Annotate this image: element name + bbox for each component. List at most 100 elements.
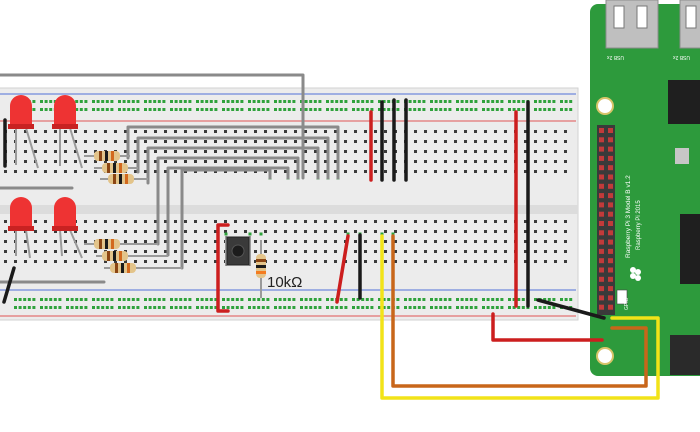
breadboard-hole [144, 250, 147, 253]
breadboard-hole [464, 130, 467, 133]
breadboard-hole [64, 240, 67, 243]
breadboard-hole [444, 230, 447, 233]
breadboard-hole [444, 240, 447, 243]
rail-hole [92, 298, 95, 301]
breadboard-hole [204, 220, 207, 223]
breadboard-hole [324, 260, 327, 263]
breadboard-hole [404, 230, 407, 233]
rail-hole [179, 100, 183, 103]
breadboard-hole [484, 260, 487, 263]
rail-hole [439, 298, 443, 301]
rail-hole [179, 108, 183, 111]
rail-hole [79, 306, 83, 309]
breadboard-hole [44, 220, 47, 223]
rail-hole [200, 100, 204, 103]
breadboard-hole [194, 150, 197, 153]
breadboard-hole [474, 220, 477, 223]
breadboard-hole [554, 240, 557, 243]
breadboard-hole [244, 220, 247, 223]
rail-hole [434, 100, 438, 103]
rail-hole [408, 100, 412, 103]
rail-hole [538, 108, 542, 111]
rail-hole [84, 100, 88, 103]
breadboard-hole [544, 130, 547, 133]
breadboard-hole [104, 140, 107, 143]
gpio-pin [608, 137, 613, 143]
breadboard-hole [554, 160, 557, 163]
breadboard-hole [104, 220, 107, 223]
breadboard-hole [364, 170, 367, 173]
rail-hole [313, 306, 317, 309]
breadboard-hole [494, 130, 497, 133]
breadboard-hole [494, 250, 497, 253]
breadboard-hole [174, 230, 177, 233]
rail-hole [378, 100, 381, 103]
gpio-pin [608, 267, 613, 273]
rail-hole [434, 306, 438, 309]
rail-hole [235, 298, 239, 301]
breadboard-hole [54, 240, 57, 243]
breadboard-hole [394, 230, 397, 233]
breadboard-hole [504, 170, 507, 173]
rail-hole [378, 108, 381, 111]
rail-hole [448, 100, 452, 103]
rail-hole [283, 298, 287, 301]
breadboard-hole [224, 140, 227, 143]
breadboard-hole [154, 220, 157, 223]
rail-hole [456, 108, 459, 111]
breadboard-hole [294, 150, 297, 153]
rail-hole [49, 306, 53, 309]
breadboard-hole [274, 220, 277, 223]
rail-hole [292, 100, 296, 103]
breadboard-hole [534, 240, 537, 243]
rail-hole [252, 298, 256, 301]
breadboard-hole [394, 240, 397, 243]
breadboard-hole [4, 240, 7, 243]
rail-hole [231, 306, 235, 309]
rail-hole [118, 306, 121, 309]
rail-hole [205, 100, 209, 103]
breadboard-hole [324, 240, 327, 243]
breadboard-hole [84, 260, 87, 263]
rail-hole [32, 298, 36, 301]
breadboard-hole [124, 240, 127, 243]
breadboard-hole [274, 260, 277, 263]
breadboard-hole [494, 150, 497, 153]
rail-hole [408, 306, 412, 309]
rail-hole [396, 298, 400, 301]
rail-hole [413, 306, 417, 309]
breadboard-hole [484, 240, 487, 243]
rail-hole [560, 100, 563, 103]
breadboard-hole [284, 230, 287, 233]
breadboard-hole [384, 240, 387, 243]
breadboard-hole [254, 150, 257, 153]
rail-hole [534, 306, 537, 309]
breadboard-hole [94, 250, 97, 253]
breadboard-hole [494, 240, 497, 243]
rail-hole [44, 100, 48, 103]
breadboard-hole [554, 170, 557, 173]
rail-hole [547, 108, 551, 111]
resistor-5 [96, 251, 168, 261]
rail-hole [183, 306, 187, 309]
breadboard-hole [64, 150, 67, 153]
breadboard-hole [504, 160, 507, 163]
breadboard-hole [224, 130, 227, 133]
rail-hole [214, 100, 218, 103]
breadboard-hole [444, 170, 447, 173]
gpio-pin [599, 155, 604, 161]
breadboard-hole [124, 130, 127, 133]
breadboard-hole [384, 160, 387, 163]
rail-hole [292, 108, 296, 111]
breadboard-hole [384, 260, 387, 263]
breadboard-hole [364, 140, 367, 143]
rail-hole [252, 306, 256, 309]
rail-hole [53, 306, 57, 309]
pi-chip-main [680, 214, 700, 284]
wire-red-to-pi [491, 312, 604, 342]
connected-hole [346, 232, 350, 236]
breadboard-hole [94, 150, 97, 153]
raspberry-pi-board: USB 2x USB 2x Raspberry Pi 3 Model B v1.… [590, 0, 700, 376]
breadboard-hole [384, 170, 387, 173]
breadboard-hole [444, 130, 447, 133]
